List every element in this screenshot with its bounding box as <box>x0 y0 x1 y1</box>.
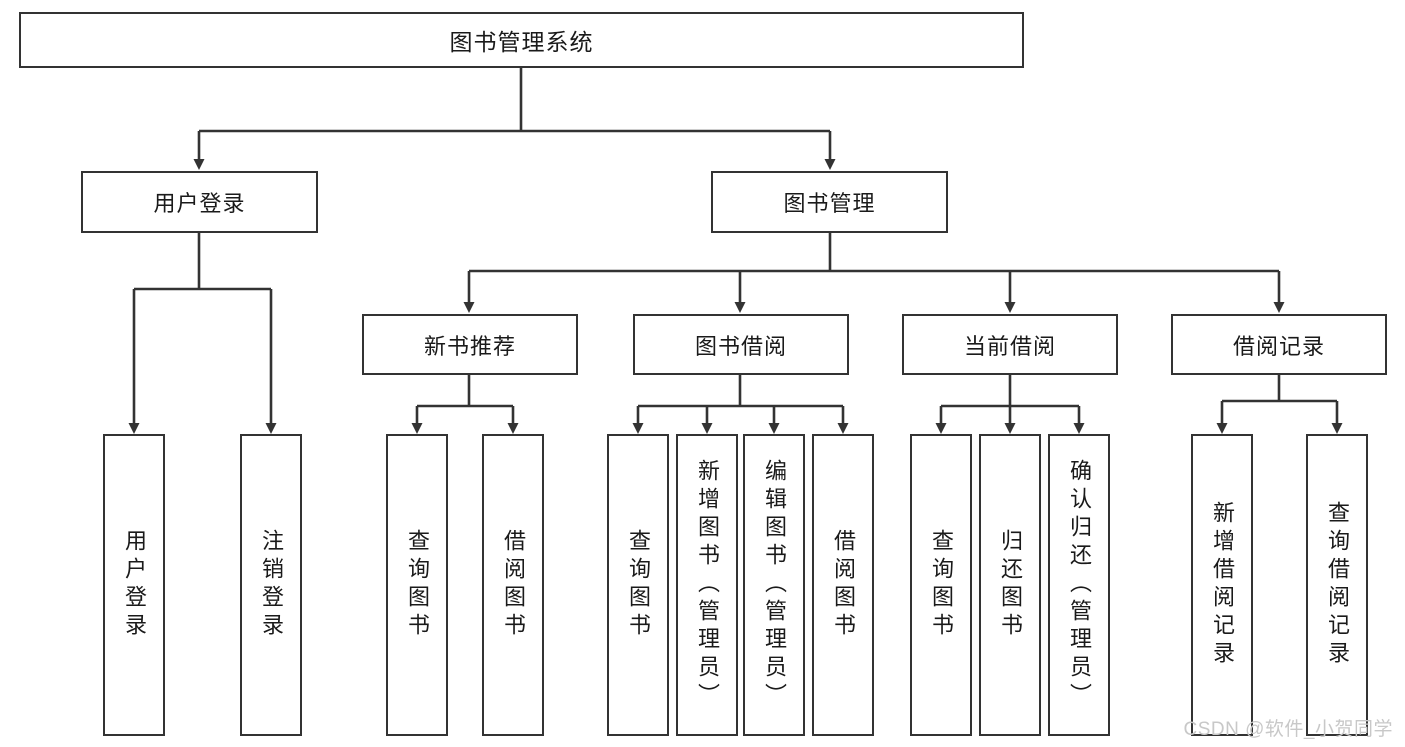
node-label: 新书推荐 <box>423 333 516 359</box>
node-label: 查询借阅记录 <box>1325 501 1350 669</box>
leaf-current-confirm-return-admin[interactable]: 确认归还（管理员） <box>1048 434 1110 736</box>
node-label: 用户登录 <box>153 191 246 216</box>
node-label: 当前借阅 <box>963 333 1056 359</box>
node-label: 新增图书（管理员） <box>695 459 720 711</box>
node-label: 图书管理系统 <box>449 29 594 55</box>
node-label: 编辑图书（管理员） <box>762 459 787 711</box>
node-label: 查询图书 <box>929 529 954 641</box>
leaf-user-login-logout[interactable]: 注销登录 <box>240 434 302 736</box>
node-user-login[interactable]: 用户登录 <box>81 171 318 233</box>
leaf-recommend-borrow-book[interactable]: 借阅图书 <box>482 434 544 736</box>
leaf-borrow-query-book[interactable]: 查询图书 <box>607 434 669 736</box>
node-label: 借阅图书 <box>501 529 526 641</box>
leaf-borrow-edit-book-admin[interactable]: 编辑图书（管理员） <box>743 434 805 736</box>
node-label: 借阅记录 <box>1232 333 1325 359</box>
node-book-borrow[interactable]: 图书借阅 <box>633 314 849 375</box>
node-new-book-recommend[interactable]: 新书推荐 <box>362 314 578 375</box>
leaf-current-return-book[interactable]: 归还图书 <box>979 434 1041 736</box>
node-current-borrow[interactable]: 当前借阅 <box>902 314 1118 375</box>
leaf-current-query-book[interactable]: 查询图书 <box>910 434 972 736</box>
node-label: 确认归还（管理员） <box>1067 459 1092 711</box>
leaf-borrow-add-book-admin[interactable]: 新增图书（管理员） <box>676 434 738 736</box>
node-label: 归还图书 <box>998 529 1023 641</box>
leaf-record-query-borrow-record[interactable]: 查询借阅记录 <box>1306 434 1368 736</box>
watermark-text: CSDN @软件_小贺同学 <box>1183 719 1393 740</box>
node-label: 用户登录 <box>122 529 147 641</box>
node-root-book-management-system[interactable]: 图书管理系统 <box>19 12 1024 68</box>
node-borrow-record[interactable]: 借阅记录 <box>1171 314 1387 375</box>
node-label: 图书管理 <box>783 191 876 216</box>
node-label: 查询图书 <box>405 529 430 641</box>
leaf-recommend-query-book[interactable]: 查询图书 <box>386 434 448 736</box>
node-label: 注销登录 <box>259 529 284 641</box>
node-book-management[interactable]: 图书管理 <box>711 171 948 233</box>
leaf-user-login-login[interactable]: 用户登录 <box>103 434 165 736</box>
node-label: 新增借阅记录 <box>1210 501 1235 669</box>
node-label: 图书借阅 <box>694 333 787 359</box>
leaf-borrow-borrow-book[interactable]: 借阅图书 <box>812 434 874 736</box>
node-label: 查询图书 <box>626 529 651 641</box>
leaf-record-add-borrow-record[interactable]: 新增借阅记录 <box>1191 434 1253 736</box>
node-label: 借阅图书 <box>831 529 856 641</box>
